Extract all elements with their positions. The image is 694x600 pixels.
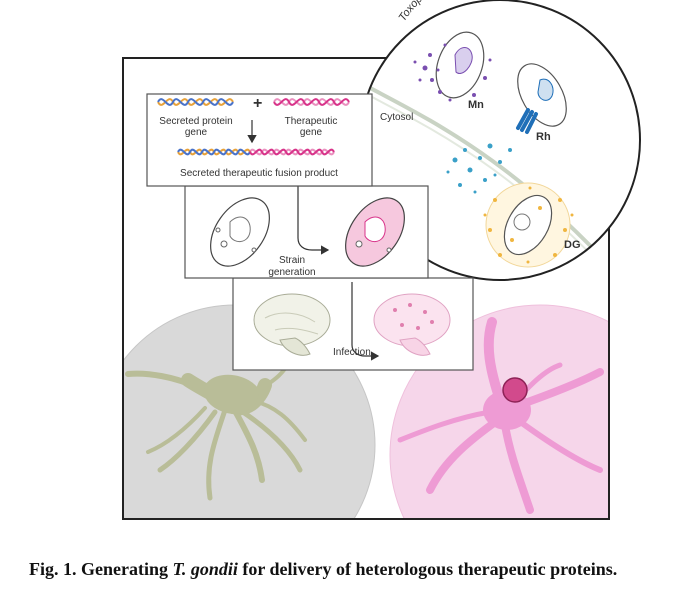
brain-healthy [253, 293, 331, 356]
parasite-cyst [502, 377, 528, 403]
strain-box: Strain generation [184, 185, 429, 279]
therapeutic-gene-line2: gene [300, 127, 323, 138]
cytosol-label: Cytosol [380, 112, 413, 123]
brain-infected [373, 293, 451, 356]
healthy-neuron-body [204, 374, 259, 415]
caption-species: T. gondii [172, 559, 238, 579]
strain-label-line1: Strain [279, 255, 305, 266]
mn-label: Mn [468, 99, 484, 111]
secreted-protein-gene-line1: Secreted protein [159, 116, 232, 127]
secretion-inset [359, 0, 641, 281]
parasite-plain [210, 197, 270, 267]
dg-label: DG [564, 239, 581, 251]
fusion-product-dna [177, 148, 335, 156]
figure-diagram: Toxoplasma protein secretion systems Cyt… [122, 0, 641, 520]
secreted-protein-gene-dna [157, 98, 234, 106]
infection-label: Infection [333, 347, 371, 358]
plus-sign: + [253, 95, 262, 112]
caption-suffix: for delivery of heterologous therapeutic… [237, 559, 618, 579]
dense-granules-parasite [483, 182, 574, 268]
rhoptry-secretions [446, 143, 512, 194]
figure-caption: Fig. 1. Generating T. gondii for deliver… [29, 559, 669, 580]
fusion-product-label: Secreted therapeutic fusion product [180, 168, 338, 179]
therapeutic-gene-dna [273, 98, 350, 106]
strain-label-line2: generation [268, 267, 315, 278]
parasite-engineered [345, 197, 405, 267]
secreted-protein-gene-line2: gene [185, 127, 208, 138]
infection-box: Infection [232, 277, 474, 371]
rh-label: Rh [536, 131, 551, 143]
main-frame [122, 57, 610, 520]
therapeutic-gene-line1: Therapeutic [285, 116, 338, 127]
caption-prefix: Fig. 1. Generating [29, 559, 173, 579]
gene-box: + Secreted protein gene Therapeutic gene… [146, 93, 373, 187]
rhoptries-parasite [516, 63, 567, 134]
micronemes-parasite [413, 31, 492, 102]
